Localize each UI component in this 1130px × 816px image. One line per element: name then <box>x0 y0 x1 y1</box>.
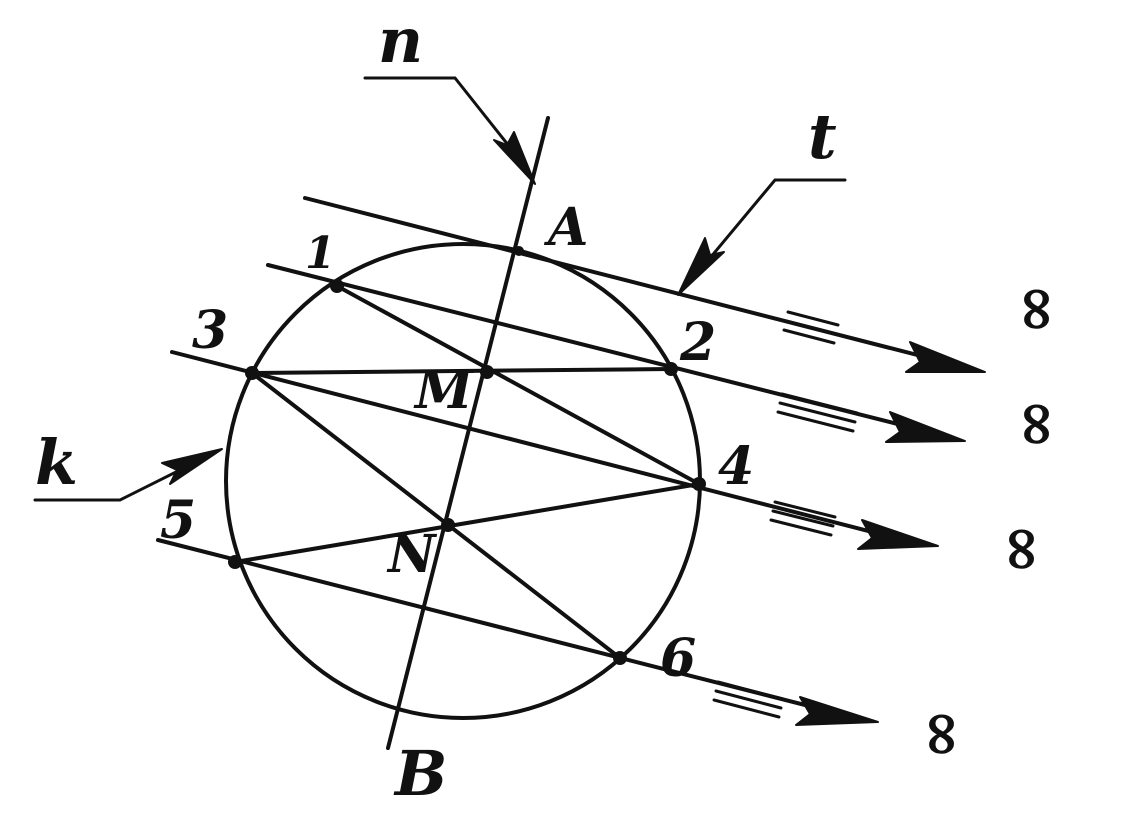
leader-n <box>363 76 530 172</box>
label-4: 4 <box>718 436 754 497</box>
leader-n-arrowhead <box>493 131 536 185</box>
point-N <box>441 518 455 532</box>
point-M <box>480 365 494 379</box>
arrowhead-1-2 <box>885 411 966 443</box>
point-A <box>514 246 524 256</box>
infinity-label-1-2: ∞ <box>997 398 1070 450</box>
label-M: M <box>413 360 474 421</box>
label-t: t <box>808 100 837 173</box>
point-2 <box>664 362 678 376</box>
chord-3-2 <box>250 367 673 375</box>
label-n: n <box>378 4 423 77</box>
chord-3-6 <box>250 371 622 660</box>
label-k: k <box>35 426 78 499</box>
infinity-label-t: ∞ <box>997 283 1070 335</box>
point-6 <box>613 651 627 665</box>
chord-5-4 <box>233 482 701 564</box>
leader-k-arrowhead <box>161 448 223 485</box>
parallel-marks <box>712 310 859 719</box>
infinity-label-3-4: ∞ <box>982 523 1055 575</box>
line-3-4 <box>170 350 917 545</box>
chord-1-4 <box>335 284 701 486</box>
label-3: 3 <box>192 300 228 361</box>
arrowhead-t <box>905 341 986 373</box>
arrowhead-3-4 <box>857 519 939 550</box>
arrowhead-5-6 <box>795 696 879 726</box>
leader-t-arrowhead <box>677 237 725 296</box>
label-A: A <box>543 197 588 258</box>
leader-t <box>688 178 847 284</box>
point-3 <box>245 366 259 380</box>
label-1: 1 <box>305 228 336 279</box>
point-4 <box>692 477 706 491</box>
label-5: 5 <box>160 490 196 551</box>
line-n <box>386 116 550 750</box>
label-6: 6 <box>660 628 696 689</box>
infinity-label-5-6: ∞ <box>902 708 975 760</box>
label-B: B <box>393 737 447 810</box>
label-N: N <box>386 524 438 585</box>
line-t <box>303 196 970 370</box>
point-1 <box>330 279 344 293</box>
label-2: 2 <box>679 312 716 373</box>
point-5 <box>228 555 242 569</box>
